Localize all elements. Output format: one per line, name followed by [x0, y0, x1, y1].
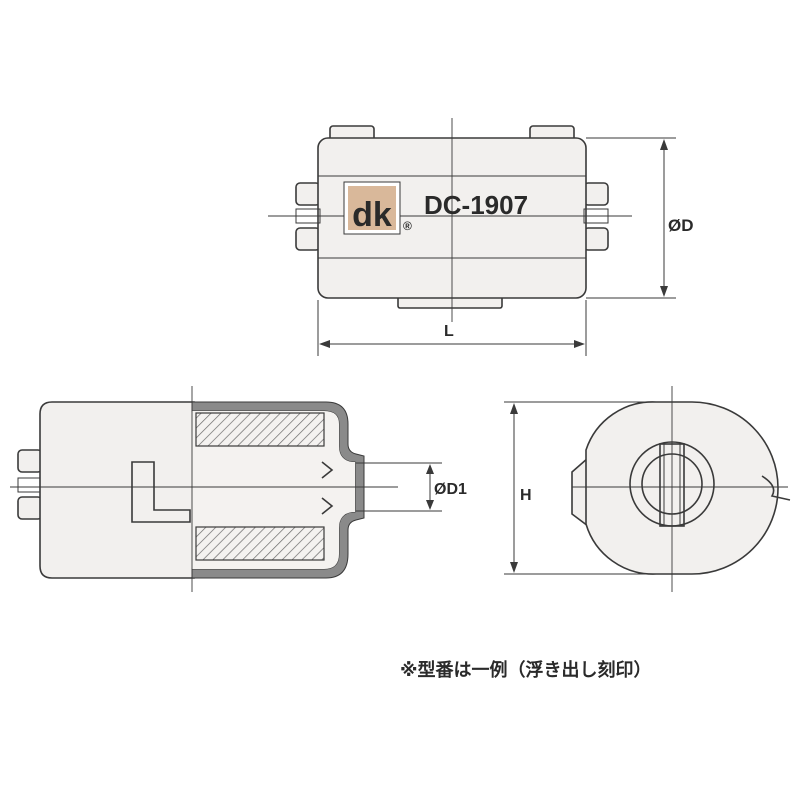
brand-mark: dk [352, 196, 392, 234]
latch [131, 461, 191, 523]
ferrite-core-bottom [195, 526, 325, 561]
end-view: H [504, 386, 791, 592]
label-inner-diameter: ØD1 [434, 481, 467, 498]
note-text: ※型番は一例（浮き出し刻印） [400, 660, 652, 681]
label-length: L [444, 323, 454, 340]
model-number: DC-1907 [424, 190, 528, 220]
core-body-end-view [585, 401, 779, 575]
ferrite-core-top [195, 412, 325, 447]
dk-logo: dk ® [343, 181, 412, 235]
section-housing [39, 401, 195, 579]
section-lug-top [17, 449, 43, 473]
label-outer-diameter: ØD [668, 216, 694, 235]
side-lug-right-bottom [583, 227, 609, 251]
dimension-inner-diameter: ØD1 [356, 462, 467, 512]
side-lug-left-bottom [295, 227, 321, 251]
side-lug-left-top [295, 182, 321, 206]
side-lug-right-top [583, 182, 609, 206]
registered-symbol: ® [403, 219, 412, 233]
top-view: dk ® DC-1907 ØD L [268, 118, 694, 356]
dimension-height: H [504, 401, 656, 575]
section-view: ØD1 [10, 386, 467, 592]
dimension-length: L [317, 300, 587, 356]
label-height: H [520, 487, 532, 504]
dimension-outer-diameter: ØD [586, 137, 694, 299]
section-lug-bottom [17, 496, 43, 520]
